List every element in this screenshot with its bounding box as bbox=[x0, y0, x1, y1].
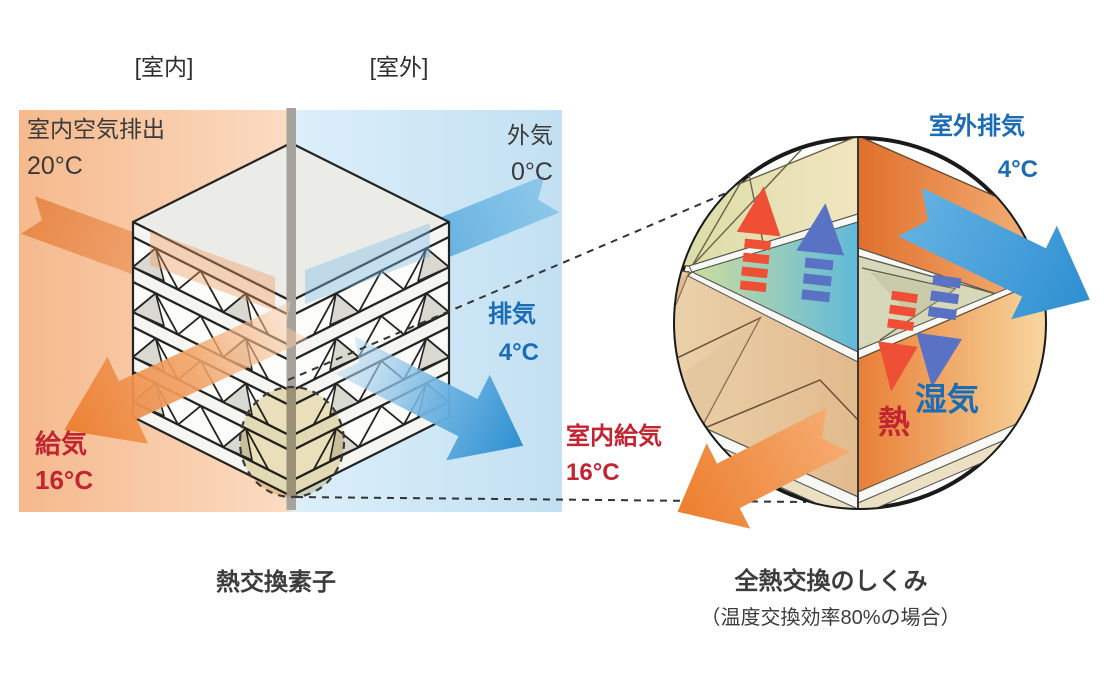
outside-air-flow-inside bbox=[305, 223, 430, 304]
magnifier-highlight bbox=[240, 387, 344, 497]
outdoor-exhaust-arrow bbox=[898, 187, 1090, 320]
exhaust-arrow bbox=[335, 336, 524, 461]
connector-lines bbox=[287, 181, 807, 503]
outdoor-exhaust-temp: 4°C bbox=[997, 156, 1038, 183]
magnified-circle bbox=[673, 136, 1090, 529]
total-heat-exchange-caption: 全熱交換のしくみ bbox=[734, 568, 928, 595]
indoor-supply-temp: 16°C bbox=[566, 459, 620, 486]
heat-exchanger-caption: 熱交換素子 bbox=[216, 569, 336, 596]
moisture-transfer-down-arrow bbox=[916, 274, 962, 388]
supply-temp: 16°C bbox=[35, 465, 94, 495]
efficiency-note: （温度交換効率80%の場合） bbox=[700, 607, 961, 629]
magnifier-ellipse bbox=[238, 385, 346, 499]
heat-transfer-down-arrow bbox=[878, 290, 918, 392]
divider-bar bbox=[286, 108, 296, 510]
heat-transfer-up-arrow bbox=[736, 186, 781, 293]
indoor-exhaust-label: 室内空気排出 bbox=[27, 116, 165, 142]
moisture-label: 湿気 bbox=[915, 381, 980, 417]
heat-label: 熱 bbox=[878, 404, 911, 440]
zone-label-outdoor: [室外] bbox=[369, 54, 429, 80]
exhaust-temp: 4°C bbox=[498, 339, 539, 366]
outdoor-exhaust-label: 室外排気 bbox=[929, 113, 1025, 140]
indoor-exhaust-flow-inside bbox=[150, 231, 275, 311]
indoor-supply-arrow bbox=[677, 407, 850, 529]
outside-air-label: 外気 bbox=[507, 122, 553, 148]
indoor-exhaust-temp: 20°C bbox=[27, 152, 83, 180]
exhaust-label: 排気 bbox=[488, 301, 536, 328]
supply-arrow bbox=[64, 300, 309, 444]
supply-label: 給気 bbox=[35, 429, 88, 459]
moisture-transfer-up-arrow bbox=[796, 203, 845, 303]
indoor-supply-label: 室内給気 bbox=[566, 423, 662, 450]
outside-air-temp: 0°C bbox=[511, 158, 553, 186]
zone-label-indoor: [室内] bbox=[134, 54, 194, 80]
